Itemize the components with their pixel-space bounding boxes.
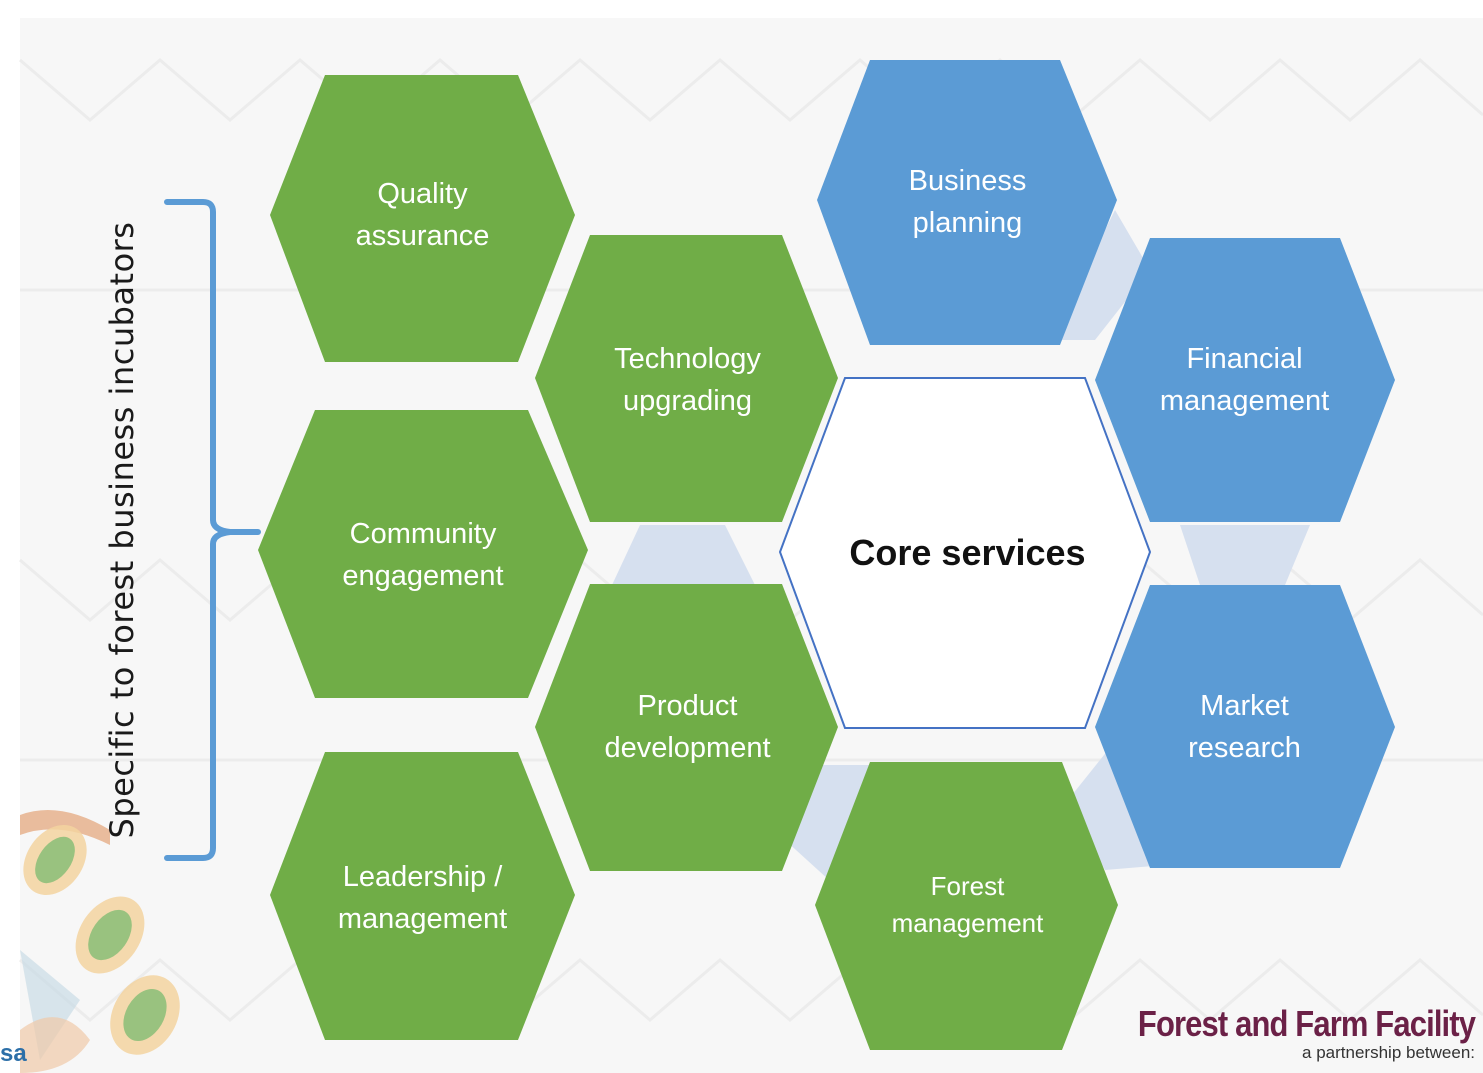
- label-community-engagement: Community engagement: [342, 518, 504, 592]
- hexagon-forest-management: [815, 762, 1118, 1050]
- side-label: Specific to forest business incubators: [103, 221, 141, 839]
- connector-business-financial: [1050, 210, 1150, 340]
- hexagon-community-engagement: [258, 410, 588, 698]
- brand-block: Forest and Farm Facility a partnership b…: [1083, 1003, 1476, 1062]
- cut-off-text: sa: [0, 1040, 27, 1067]
- label-forest-management: Forest management: [891, 871, 1044, 938]
- label-business-planning: Business planning: [908, 165, 1027, 239]
- hexagon-financial-management: [1095, 238, 1395, 522]
- label-product-development: Product development: [604, 690, 771, 764]
- bracket-icon: [164, 199, 261, 861]
- label-market-research: Market research: [1188, 690, 1301, 764]
- label-core-services: Core services: [849, 531, 1086, 573]
- label-financial-management: Financial management: [1159, 343, 1330, 417]
- leaf-ornament-icon: [20, 810, 180, 1073]
- connector-technology-product: [612, 525, 755, 585]
- hexagon-technology-upgrading: [535, 235, 838, 522]
- hexagon-quality-assurance: [270, 75, 575, 362]
- hexagon-product-development: [535, 584, 838, 871]
- brand-title: Forest and Farm Facility: [1137, 1003, 1476, 1044]
- hexagon-leadership-management: [270, 752, 575, 1040]
- connector-financial-market: [1180, 525, 1310, 585]
- hexagon-business-planning: [817, 60, 1117, 345]
- brand-subtitle: a partnership between:: [1302, 1043, 1475, 1062]
- hexagon-core-services: [778, 377, 1152, 729]
- label-quality-assurance: Quality assurance: [355, 178, 490, 252]
- hexagon-market-research: [1095, 585, 1395, 868]
- label-leadership-management: Leadership / management: [337, 861, 508, 935]
- label-technology-upgrading: Technology upgrading: [614, 343, 761, 417]
